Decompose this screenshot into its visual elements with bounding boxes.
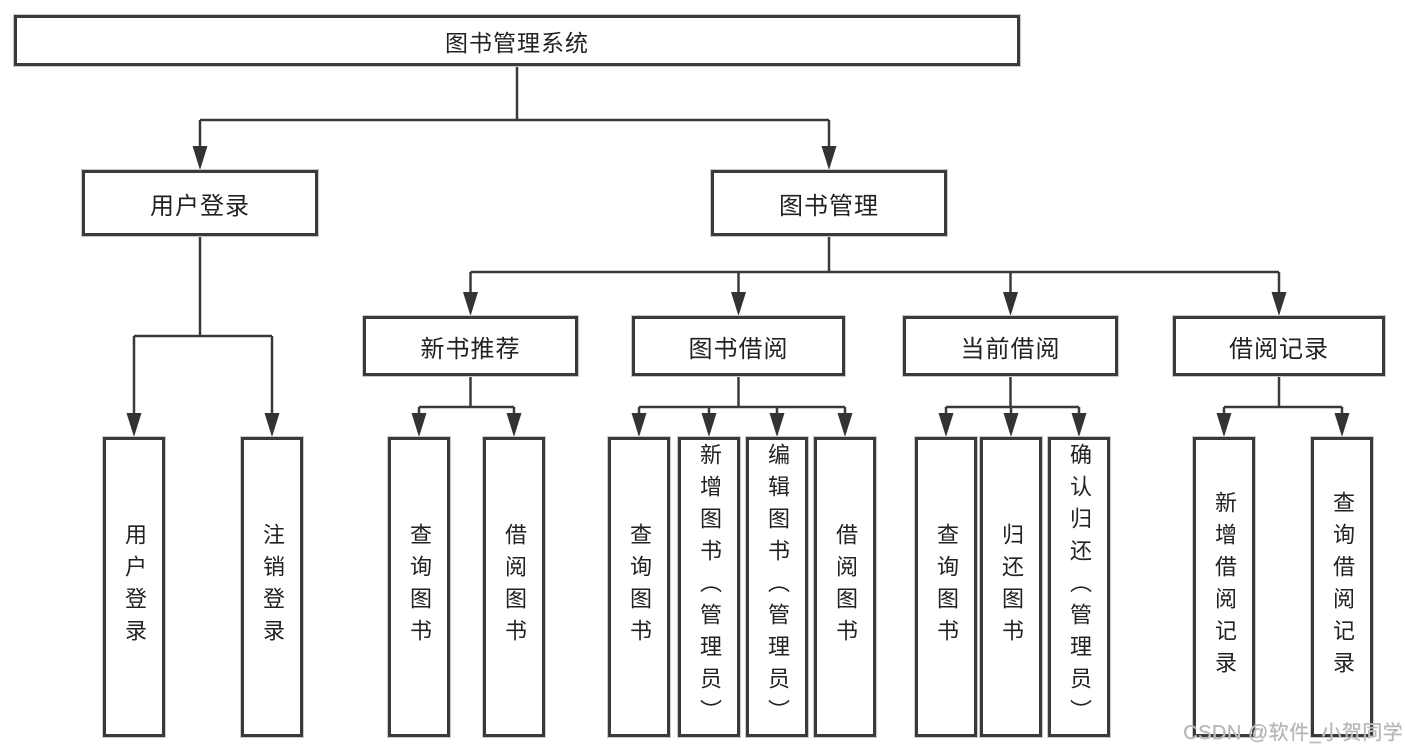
node-label: 编辑图书（管理员） bbox=[765, 443, 790, 731]
arrow-down-icon bbox=[1271, 292, 1287, 316]
csdn-watermark: CSDN @软件_小贺同学 bbox=[1183, 722, 1404, 744]
node-label: 用户登录 bbox=[150, 192, 250, 220]
node-book-management: 图书管理 bbox=[711, 170, 947, 236]
arrow-down-icon bbox=[506, 413, 522, 437]
leaf-borrow-books-recommend: 借阅图书 bbox=[483, 437, 545, 737]
book-borrow-branch-connector bbox=[631, 376, 853, 437]
leaf-query-borrow-record: 查询借阅记录 bbox=[1311, 437, 1373, 737]
node-label: 注销登录 bbox=[260, 523, 285, 651]
leaf-query-books-recommend: 查询图书 bbox=[388, 437, 450, 737]
arrow-down-icon bbox=[821, 146, 837, 170]
node-label: 图书管理 bbox=[779, 192, 879, 220]
arrow-down-icon bbox=[411, 413, 427, 437]
arrow-down-icon bbox=[837, 413, 853, 437]
node-label: 借阅图书 bbox=[833, 523, 858, 651]
arrow-down-icon bbox=[264, 413, 280, 437]
node-user-login: 用户登录 bbox=[82, 170, 318, 236]
arrow-down-icon bbox=[126, 413, 142, 437]
node-label: 借阅记录 bbox=[1229, 335, 1329, 363]
node-label: 新书推荐 bbox=[420, 335, 521, 363]
node-label: 当前借阅 bbox=[960, 335, 1061, 363]
arrow-down-icon bbox=[1334, 413, 1350, 437]
leaf-query-books-borrow: 查询图书 bbox=[608, 437, 670, 737]
node-book-borrow: 图书借阅 bbox=[632, 316, 845, 376]
leaf-logout-login: 注销登录 bbox=[241, 437, 303, 737]
node-label: 确认归还（管理员） bbox=[1067, 443, 1092, 731]
current-borrow-branch-connector bbox=[938, 376, 1087, 437]
user-login-branch-connector bbox=[126, 236, 280, 437]
node-library-management-system: 图书管理系统 bbox=[14, 15, 1020, 66]
node-new-book-recommend: 新书推荐 bbox=[363, 316, 578, 376]
arrow-down-icon bbox=[1071, 413, 1087, 437]
node-label: 新增借阅记录 bbox=[1212, 491, 1237, 683]
leaf-return-books: 归还图书 bbox=[980, 437, 1042, 737]
arrow-down-icon bbox=[701, 413, 717, 437]
node-label: 新增图书（管理员） bbox=[697, 443, 722, 731]
leaf-edit-books-admin: 编辑图书（管理员） bbox=[746, 437, 808, 737]
node-label: 用户登录 bbox=[122, 523, 147, 651]
root-to-level2-connector bbox=[192, 66, 837, 170]
arrow-down-icon bbox=[631, 413, 647, 437]
arrow-down-icon bbox=[731, 292, 746, 316]
leaf-borrow-books: 借阅图书 bbox=[814, 437, 876, 737]
node-label: 查询图书 bbox=[627, 523, 652, 651]
leaf-confirm-return-admin: 确认归还（管理员） bbox=[1048, 437, 1110, 737]
leaf-query-books-current: 查询图书 bbox=[915, 437, 977, 737]
node-label: 查询借阅记录 bbox=[1330, 491, 1355, 683]
arrow-down-icon bbox=[463, 292, 478, 316]
node-label: 借阅图书 bbox=[502, 523, 527, 651]
arrow-down-icon bbox=[938, 413, 954, 437]
arrow-down-icon bbox=[1216, 413, 1232, 437]
node-label: 图书管理系统 bbox=[445, 29, 589, 56]
arrow-down-icon bbox=[192, 146, 208, 170]
node-label: 图书借阅 bbox=[688, 335, 789, 363]
book-management-branch-connector bbox=[463, 236, 1287, 316]
leaf-add-borrow-record: 新增借阅记录 bbox=[1193, 437, 1255, 737]
node-label: 查询图书 bbox=[934, 523, 959, 651]
node-borrow-records: 借阅记录 bbox=[1173, 316, 1385, 376]
arrow-down-icon bbox=[769, 413, 785, 437]
node-label: 归还图书 bbox=[999, 523, 1024, 651]
borrow-records-branch-connector bbox=[1216, 376, 1350, 437]
node-current-borrow: 当前借阅 bbox=[903, 316, 1118, 376]
arrow-down-icon bbox=[1003, 292, 1018, 316]
leaf-user-login: 用户登录 bbox=[103, 437, 165, 737]
node-label: 查询图书 bbox=[407, 523, 432, 651]
arrow-down-icon bbox=[1003, 413, 1019, 437]
new-book-recommend-branch-connector bbox=[411, 376, 522, 437]
leaf-add-books-admin: 新增图书（管理员） bbox=[678, 437, 740, 737]
